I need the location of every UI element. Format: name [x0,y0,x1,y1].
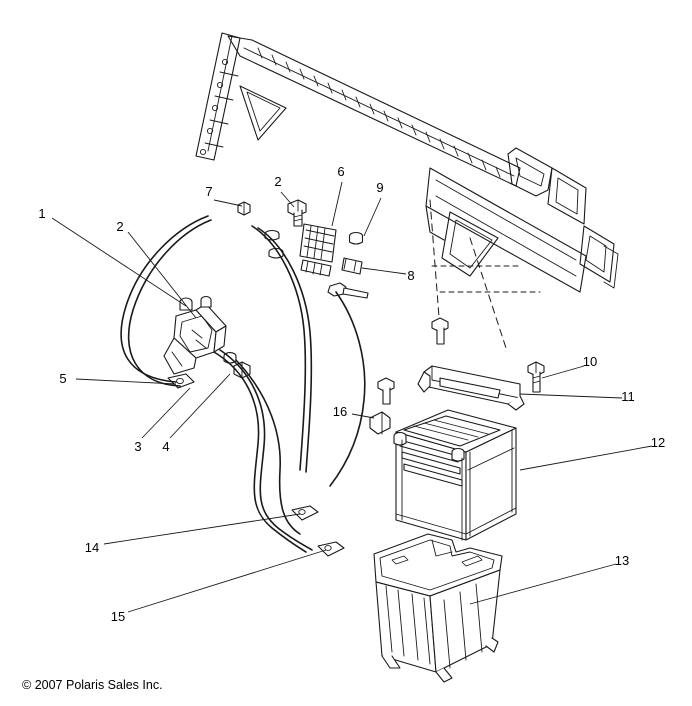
callout-9: 9 [376,180,383,195]
battery [393,409,517,541]
hardware-16 [369,377,395,435]
mounting-bolt-10 [527,361,545,393]
callout-12: 12 [651,435,665,450]
callout-2b: 2 [274,174,281,189]
callout-2a: 2 [116,219,123,234]
callout-4: 4 [162,439,169,454]
callout-15: 15 [111,609,125,624]
mounting-bolt-upper [431,317,449,345]
callout-7: 7 [205,184,212,199]
callout-16: 16 [333,404,347,419]
callout-11: 11 [621,389,635,404]
battery-cables [120,215,366,557]
starter-solenoid-assembly [163,295,227,389]
callout-leader-lines [51,181,653,613]
callout-3: 3 [134,439,141,454]
battery-tray [373,533,503,683]
callout-8: 8 [407,268,414,283]
copyright-notice: © 2007 Polaris Sales Inc. [22,678,163,692]
callout-numbers: 1 2 7 2 6 9 8 5 3 4 10 11 16 12 14 15 13 [38,164,665,624]
callout-1: 1 [38,206,45,221]
callout-5: 5 [59,371,66,386]
frame-rail-assembly [195,32,619,349]
copyright-symbol: © [22,678,32,692]
copyright-text: 2007 Polaris Sales Inc. [34,678,163,692]
callout-10: 10 [583,354,597,369]
callout-14: 14 [85,540,99,555]
battery-hold-down-strap [417,365,525,411]
callout-6: 6 [337,164,344,179]
hardware-bolts-washers [223,199,369,379]
callout-13: 13 [615,553,629,568]
